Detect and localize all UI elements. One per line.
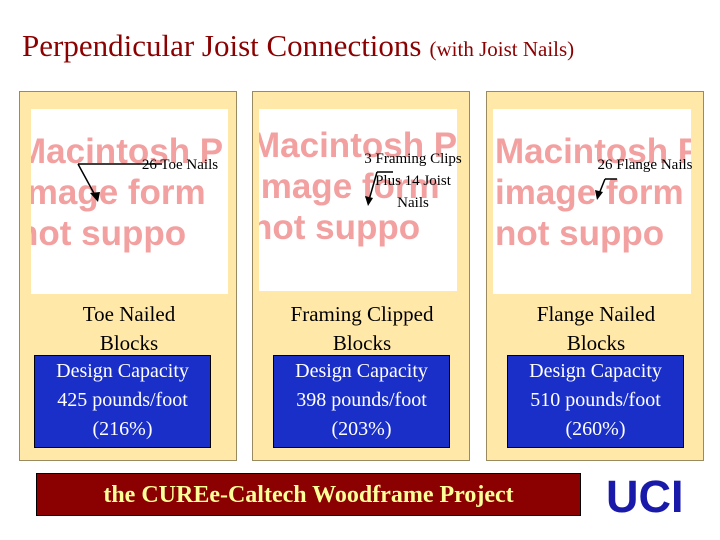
image-placeholder: Macintosh P image form not suppo [493,109,691,294]
design-capacity-box: Design Capacity 398 pounds/foot (203%) [273,355,450,448]
image-placeholder-text: Macintosh P image form not suppo [259,126,457,247]
image-placeholder: Macintosh P image form not suppo [31,109,228,294]
slide-title-subtitle: (with Joist Nails) [429,37,575,61]
slide-title-main: Perpendicular Joist Connections [22,28,422,63]
slide-title: Perpendicular Joist Connections (with Joi… [22,28,712,64]
callout-label: 26 Toe Nails [141,157,219,173]
block-label: Flange Nailed Blocks [536,302,656,355]
callout-label: 26 Flange Nails [597,157,693,173]
callout-arrow-icon [365,171,393,206]
callout-arrow-icon [77,163,162,202]
image-placeholder-text: Macintosh P image form not suppo [31,132,224,253]
project-footer-banner: the CUREe-Caltech Woodframe Project [36,473,581,516]
panel-flange-nailed: Macintosh P image form not suppo 26 Flan… [486,91,704,461]
design-capacity-box: Design Capacity 510 pounds/foot (260%) [507,355,684,448]
panel-framing-clipped: Macintosh P image form not suppo 3 Frami… [252,91,470,461]
callout-arrow-icon [595,178,617,200]
image-placeholder: Macintosh P image form not suppo [259,109,457,291]
block-label: Framing Clipped Blocks [290,302,434,355]
block-label: Toe Nailed Blocks [82,302,176,355]
uci-logo: UCI [606,471,684,522]
image-placeholder-text: Macintosh P image form not suppo [495,132,691,253]
callout-label: 3 Framing Clips Plus 14 Joist Nails [364,151,462,211]
panel-toe-nailed: Macintosh P image form not suppo 26 Toe … [19,91,237,461]
design-capacity-box: Design Capacity 425 pounds/foot (216%) [34,355,211,448]
